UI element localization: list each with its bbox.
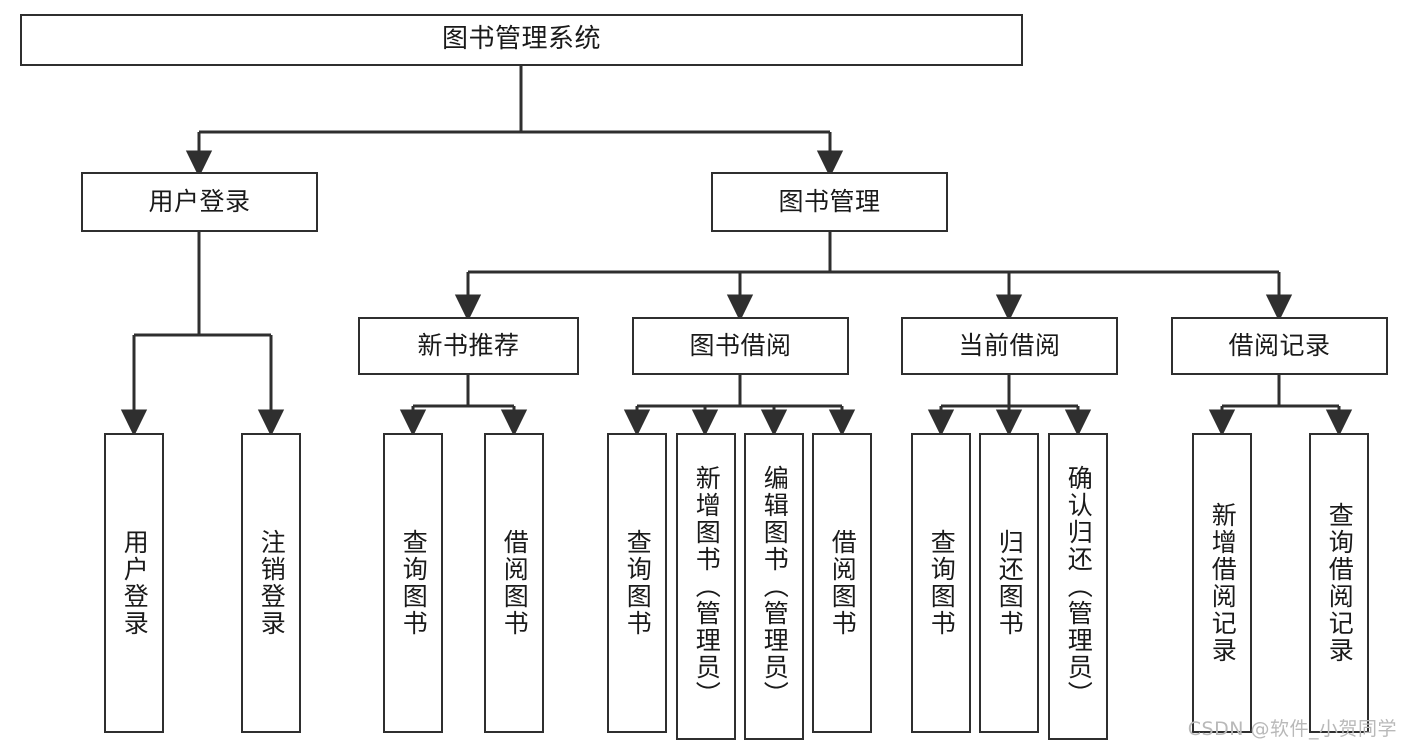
- node-label: 新增借阅记录: [1208, 502, 1238, 664]
- node-label: 确认归还（管理员）: [1064, 465, 1094, 708]
- node-new-book-recommend[interactable]: 新书推荐: [358, 317, 579, 375]
- node-label: 编辑图书（管理员）: [760, 465, 790, 708]
- node-label: 归还图书: [995, 529, 1025, 637]
- node-label: 用户登录: [148, 187, 251, 216]
- node-label: 借阅图书: [828, 529, 858, 637]
- node-leaf-add-borrow-record[interactable]: 新增借阅记录: [1192, 433, 1252, 733]
- node-leaf-query-book-recommend[interactable]: 查询图书: [383, 433, 443, 733]
- node-label: 查询借阅记录: [1325, 502, 1355, 664]
- node-leaf-return-book[interactable]: 归还图书: [979, 433, 1039, 733]
- node-label: 图书借阅: [689, 331, 792, 360]
- node-leaf-add-book-admin[interactable]: 新增图书（管理员）: [676, 433, 736, 740]
- node-label: 借阅图书: [500, 529, 530, 637]
- node-label: 新书推荐: [417, 331, 520, 360]
- node-leaf-confirm-return-admin[interactable]: 确认归还（管理员）: [1048, 433, 1108, 740]
- node-borrow-record[interactable]: 借阅记录: [1171, 317, 1388, 375]
- node-leaf-user-login[interactable]: 用户登录: [104, 433, 164, 733]
- node-user-login[interactable]: 用户登录: [81, 172, 318, 232]
- node-leaf-edit-book-admin[interactable]: 编辑图书（管理员）: [744, 433, 804, 740]
- node-leaf-borrow-book[interactable]: 借阅图书: [812, 433, 872, 733]
- node-label: 查询图书: [399, 529, 429, 637]
- node-label: 新增图书（管理员）: [692, 465, 722, 708]
- node-root-book-management-system[interactable]: 图书管理系统: [20, 14, 1023, 66]
- node-leaf-query-borrow-record[interactable]: 查询借阅记录: [1309, 433, 1369, 733]
- node-leaf-borrow-book-recommend[interactable]: 借阅图书: [484, 433, 544, 733]
- node-label: 图书管理系统: [441, 24, 601, 55]
- node-label: 当前借阅: [958, 331, 1061, 360]
- node-leaf-query-book-borrow[interactable]: 查询图书: [607, 433, 667, 733]
- node-label: 图书管理: [778, 187, 881, 216]
- node-label: 用户登录: [120, 529, 150, 637]
- node-leaf-logout[interactable]: 注销登录: [241, 433, 301, 733]
- node-leaf-query-book-current[interactable]: 查询图书: [911, 433, 971, 733]
- node-label: 查询图书: [927, 529, 957, 637]
- node-book-borrow[interactable]: 图书借阅: [632, 317, 849, 375]
- node-book-management[interactable]: 图书管理: [711, 172, 948, 232]
- watermark-text: CSDN @软件_小贺同学: [1187, 718, 1397, 740]
- node-label: 查询图书: [623, 529, 653, 637]
- node-label: 注销登录: [257, 529, 287, 637]
- node-current-borrow[interactable]: 当前借阅: [901, 317, 1118, 375]
- node-label: 借阅记录: [1228, 331, 1331, 360]
